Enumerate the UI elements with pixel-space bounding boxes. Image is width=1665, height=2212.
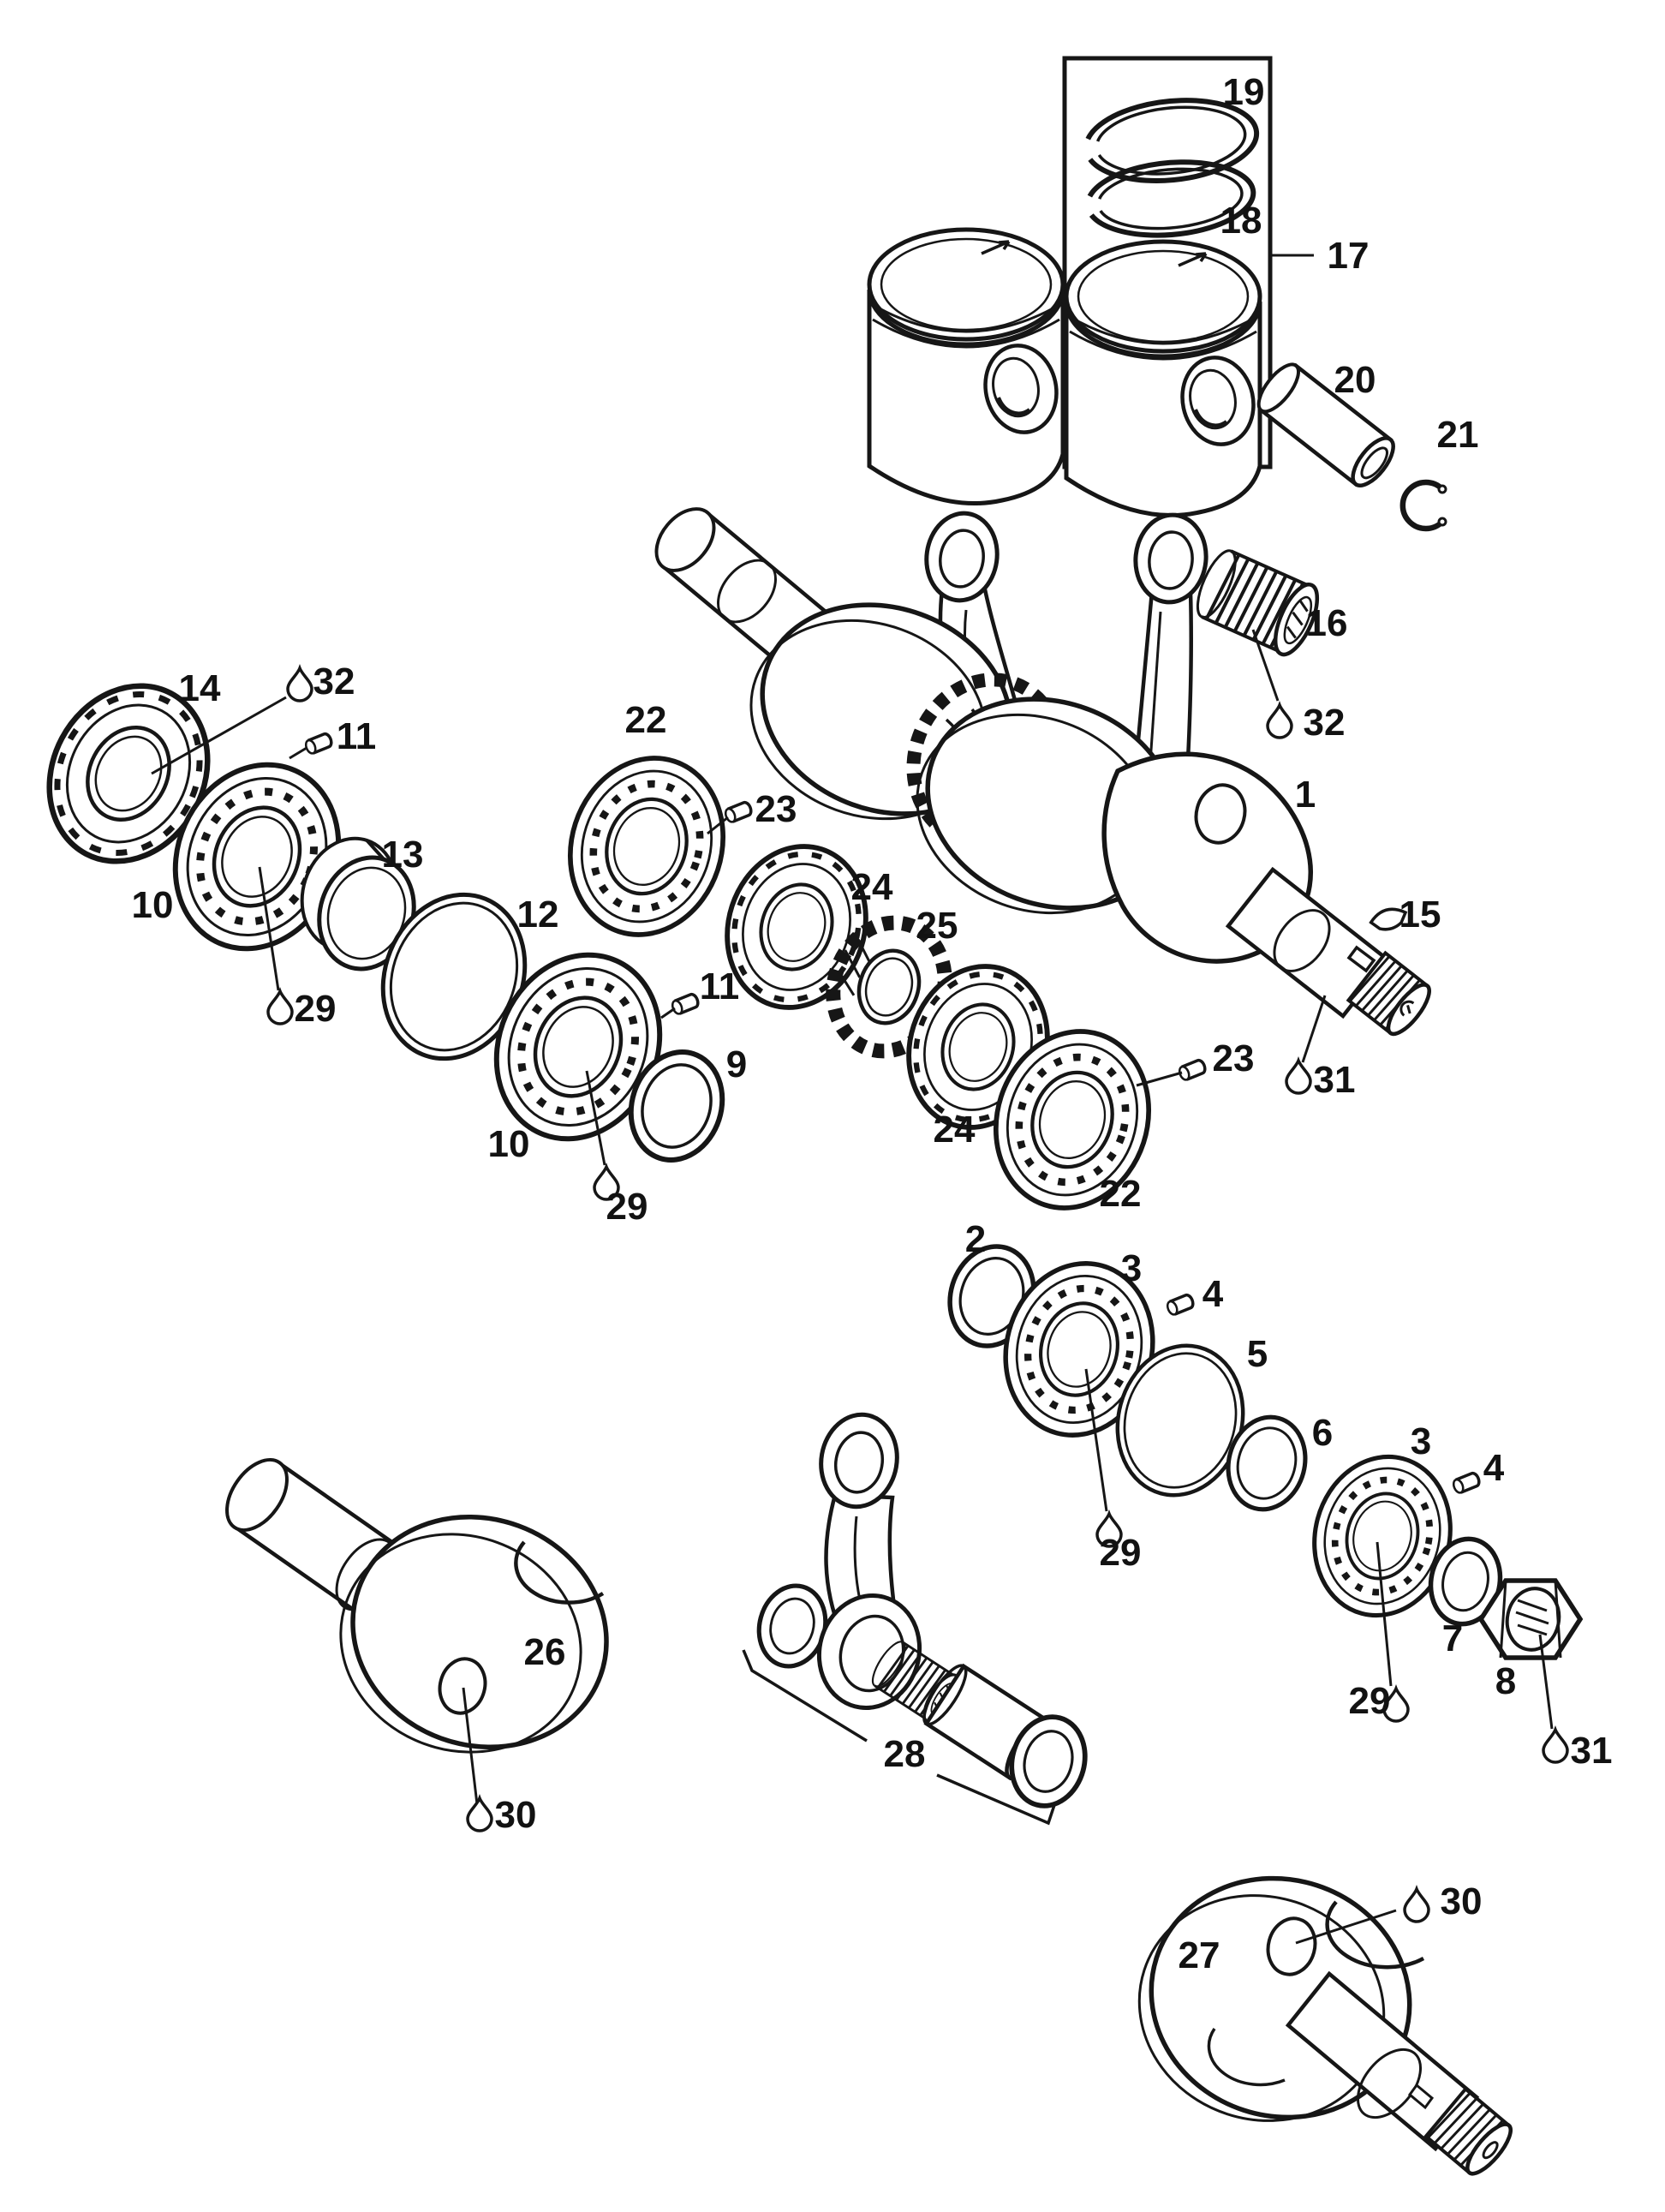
- callout-30-left: 30: [495, 1794, 537, 1836]
- callout-14: 14: [179, 667, 221, 709]
- callout-31-upper: 31: [1314, 1059, 1356, 1101]
- callout-29-3b: 29: [1349, 1680, 1391, 1722]
- callout-18: 18: [1220, 200, 1262, 242]
- bearing-22-upper: [548, 738, 746, 955]
- callout-24-lower: 24: [934, 1109, 976, 1151]
- callout-3-upper: 3: [1121, 1247, 1142, 1289]
- callout-19: 19: [1223, 71, 1265, 113]
- callout-labels: 19 18 17 20 21 16 32 1 14 32 11 10 13 29…: [132, 71, 1613, 1976]
- callout-29-3a: 29: [1100, 1532, 1142, 1574]
- callout-26: 26: [524, 1631, 566, 1673]
- callout-11-mid: 11: [700, 966, 740, 1007]
- dowel-pin-icon: [1450, 1470, 1483, 1496]
- callout-1: 1: [1295, 774, 1316, 816]
- dowel-pin-icon: [1176, 1057, 1208, 1083]
- crank-right-shaft: [1225, 866, 1431, 1037]
- oil-drop-icon: [466, 1797, 493, 1832]
- woodruff-key-icon: [1369, 907, 1408, 931]
- crank-half-27: [1137, 1875, 1513, 2176]
- callout-17: 17: [1328, 235, 1370, 277]
- callout-4-lower: 4: [1483, 1447, 1505, 1489]
- keyway-slot: [1346, 945, 1376, 973]
- callout-22-upper: 22: [625, 699, 667, 741]
- leader-lines: [151, 254, 1554, 1945]
- callout-9: 9: [726, 1043, 747, 1085]
- callout-4-upper: 4: [1202, 1273, 1224, 1315]
- dowel-pin-icon: [302, 731, 335, 756]
- callout-3-lower: 3: [1411, 1420, 1431, 1462]
- callout-20: 20: [1334, 359, 1376, 401]
- conrod-kit-28: [742, 1412, 1095, 1826]
- callout-5: 5: [1247, 1333, 1268, 1375]
- dowel-pin-icon: [1164, 1292, 1197, 1318]
- callout-10-mid: 10: [488, 1123, 530, 1165]
- piston-left: [869, 230, 1065, 504]
- callout-32-left: 32: [313, 661, 355, 702]
- callout-23-upper: 23: [755, 788, 797, 830]
- oil-drop-icon: [266, 989, 294, 1025]
- callout-24-upper: 24: [851, 866, 893, 908]
- callout-25: 25: [916, 905, 958, 947]
- dowel-pin-icon: [669, 991, 701, 1017]
- callout-21: 21: [1437, 414, 1479, 456]
- callout-16: 16: [1306, 602, 1348, 644]
- kit-bracket: [742, 1649, 1057, 1826]
- oil-drop-icon: [1266, 703, 1293, 739]
- piston-right: [1066, 242, 1262, 516]
- callout-8: 8: [1495, 1660, 1516, 1702]
- callout-11-left: 11: [337, 715, 377, 757]
- crank-half-26: [225, 1458, 609, 1754]
- wrist-pin: [1256, 362, 1395, 487]
- callout-23-lower: 23: [1213, 1037, 1255, 1079]
- callout-27: 27: [1179, 1934, 1220, 1976]
- piston-ring-second: [1087, 159, 1256, 238]
- callout-10-left: 10: [132, 884, 174, 926]
- crank-left-shaft: [654, 507, 829, 668]
- callout-6: 6: [1312, 1412, 1333, 1454]
- oil-drop-icon: [1542, 1728, 1569, 1764]
- callout-22-lower: 22: [1100, 1173, 1142, 1215]
- callout-29-left: 29: [295, 988, 337, 1030]
- callout-29-mid: 29: [606, 1186, 648, 1228]
- callout-31-lower: 31: [1571, 1730, 1613, 1772]
- circlip-icon: [1399, 479, 1447, 532]
- dowel-pin-icon: [722, 799, 755, 825]
- callout-2: 2: [965, 1218, 986, 1260]
- hex-nut-8: [1477, 1578, 1584, 1660]
- callout-30-right: 30: [1441, 1880, 1483, 1922]
- oil-drop-icon: [286, 667, 313, 702]
- callout-32-right: 32: [1304, 702, 1346, 744]
- callout-15: 15: [1399, 894, 1441, 936]
- oil-drop-icon: [1403, 1887, 1430, 1923]
- callout-7: 7: [1442, 1617, 1463, 1659]
- pinion-gear-25: [826, 915, 952, 1059]
- callout-13: 13: [382, 834, 424, 876]
- callout-12: 12: [517, 894, 559, 936]
- oil-drop-icon: [1285, 1059, 1312, 1095]
- callout-28: 28: [884, 1733, 926, 1775]
